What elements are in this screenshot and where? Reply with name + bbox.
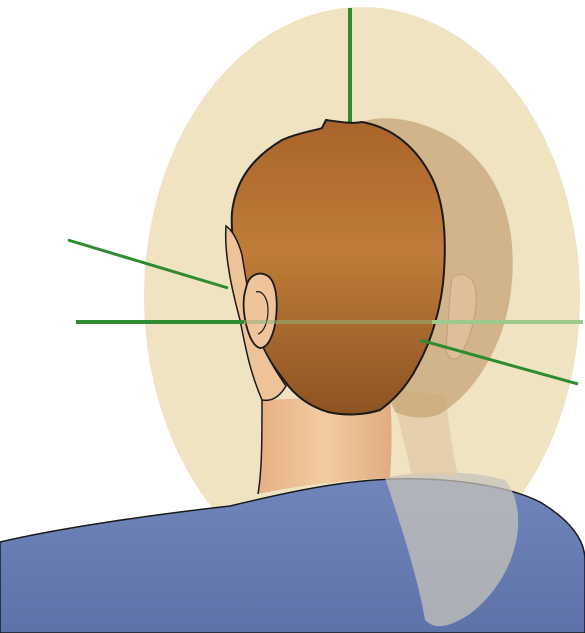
head-rotation-illustration [0, 0, 585, 633]
